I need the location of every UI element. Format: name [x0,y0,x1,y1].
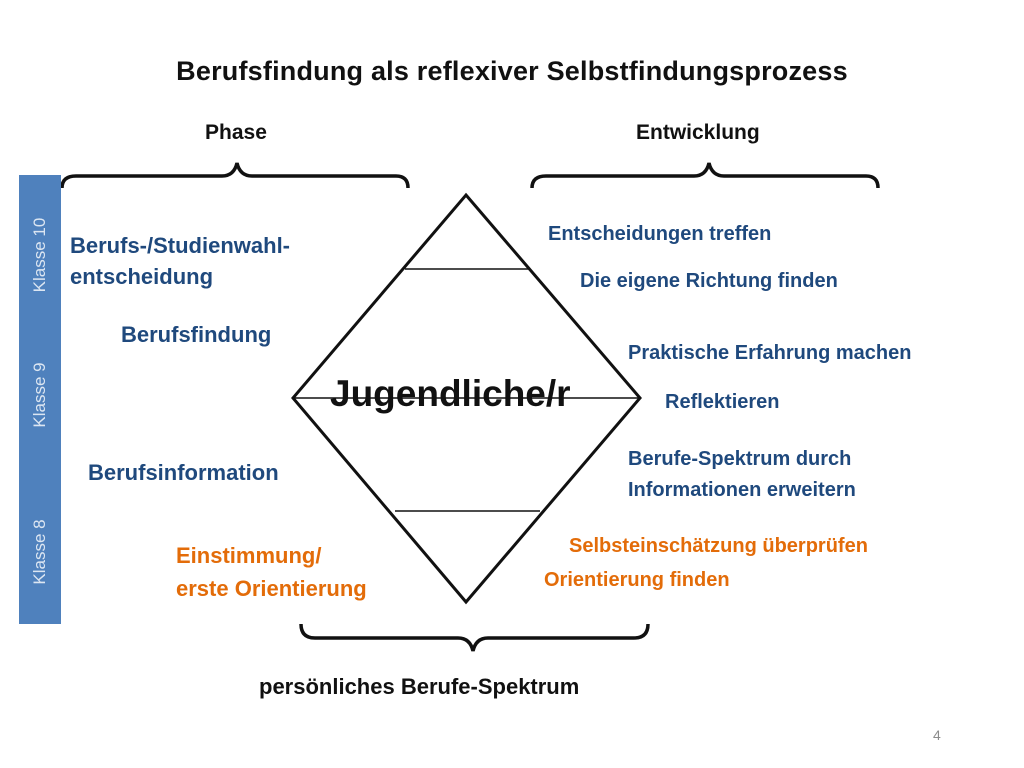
phase-entscheidung-line2: entscheidung [70,264,214,289]
dev-reflektieren: Reflektieren [665,391,780,413]
dev-spektrum-line2: Informationen erweitern [628,479,856,501]
phase-berufsfindung: Berufsfindung [121,322,272,347]
dev-richtung: Die eigene Richtung finden [580,270,838,292]
entwicklung-brace [530,162,880,189]
spektrum-brace [299,623,650,652]
klasse-10-label: Klasse 10 [30,217,49,293]
klasse-9-label: Klasse 9 [30,362,49,428]
dev-spektrum-line1: Berufe-Spektrum durch [628,448,852,470]
dev-orientierung: Orientierung finden [544,569,730,591]
diagram-title: Berufsfindung als reflexiver Selbstfindu… [176,56,848,86]
phase-header: Phase [205,121,267,144]
phase-einstimmung-line1: Einstimmung/ [176,543,322,568]
phase-einstimmung-line2: erste Orientierung [176,576,367,601]
dev-erfahrung: Praktische Erfahrung machen [628,342,912,364]
klasse-8-label: Klasse 8 [30,519,49,585]
dev-entscheidungen: Entscheidungen treffen [548,223,772,245]
phase-brace [60,162,410,189]
phase-berufsinformation: Berufsinformation [88,460,279,485]
center-label: Jugendliche/r [330,373,571,414]
page-number: 4 [933,727,941,743]
diamond-shape [291,192,642,605]
dev-selbsteinschaetzung: Selbsteinschätzung überprüfen [569,535,868,557]
spektrum-label: persönliches Berufe-Spektrum [259,674,580,699]
entwicklung-header: Entwicklung [636,121,760,144]
klasse-bar [19,175,61,624]
phase-entscheidung-line1: Berufs-/Studienwahl- [70,233,291,258]
